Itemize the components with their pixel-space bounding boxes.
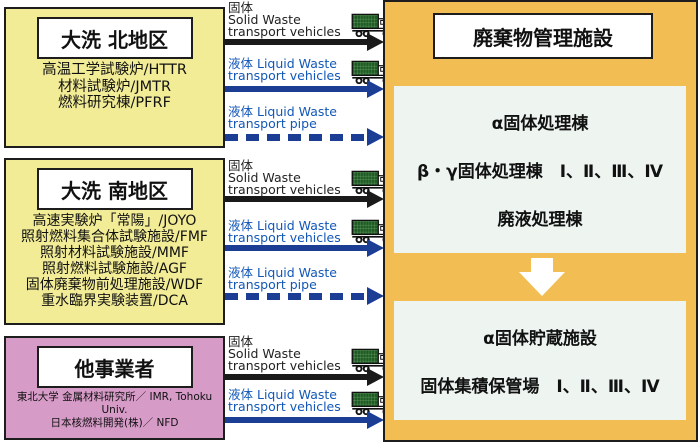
arrow-head [367,287,384,305]
storage-facility-box: α固体貯蔵施設 固体集積保管場 Ⅰ、Ⅱ、Ⅲ、Ⅳ [394,301,686,420]
solid-waste-arrow [225,190,384,208]
facility-list: 高温工学試験炉/HTTR 材料試験炉/JMTR 燃料研究棟/PFRF [6,62,223,112]
solid-waste-label-en2: transport vehicles [228,182,341,197]
liquid-label-line2: transport vehicles [228,399,341,414]
liquid-label-line1: 液体 Liquid Waste [228,387,337,402]
solid-waste-label-en1: Solid Waste [228,170,301,185]
arrow-shaft [225,417,367,423]
solid-waste-label-en2: transport vehicles [228,358,341,373]
liquid-waste-vehicle-label: 液体 Liquid Waste transport vehicles [228,218,341,245]
pipe-label-line1: 液体 Liquid Waste [228,265,337,280]
liquid-waste-pipe-label: 液体 Liquid Waste transport pipe [228,104,337,131]
liquid-waste-pipe-arrow [225,287,384,305]
facility-item: 照射燃料試験施設/AGF [42,261,187,277]
processing-line: β・γ固体処理棟 Ⅰ、Ⅱ、Ⅲ、Ⅳ [416,162,664,182]
facility-item: 高速実験炉「常陽」/JOYO [32,213,197,229]
solid-waste-label: 固体 Solid Waste transport vehicles [228,334,341,373]
liquid-label-line2: transport vehicles [228,230,341,245]
liquid-label-line1: 液体 Liquid Waste [228,56,337,71]
down-arrow-icon [519,258,565,296]
solid-waste-arrow [225,33,384,51]
liquid-waste-vehicle-label: 液体 Liquid Waste transport vehicles [228,387,341,414]
facility-item: 重水臨界実験装置/DCA [41,293,188,309]
facility-item: 高温工学試験炉/HTTR [42,62,187,78]
facility-item: 材料試験炉/JMTR [57,78,172,95]
processing-line: α固体処理棟 [491,114,589,134]
liquid-waste-vehicle-arrow [225,239,384,257]
processing-buildings-box: α固体処理棟 β・γ固体処理棟 Ⅰ、Ⅱ、Ⅲ、Ⅳ 廃液処理棟 [394,86,686,253]
facility-item: 照射材料試験施設/MMF [40,245,189,261]
source-box-title: 大洗 北地区 [36,17,193,59]
liquid-waste-vehicle-arrow [225,80,384,98]
arrow-head [367,368,384,386]
arrow-head [367,128,384,146]
facility-item: 日本核燃料開発(株)／ NFD [50,417,179,429]
processing-line: 廃液処理棟 [497,210,583,230]
solid-waste-label-en2: transport vehicles [228,24,341,39]
facility-item: 固体廃棄物前処理施設/WDF [25,277,204,293]
solid-waste-label-en1: Solid Waste [228,346,301,361]
pipe-label-line2: transport pipe [228,277,317,292]
liquid-label-line1: 液体 Liquid Waste [228,218,337,233]
storage-line: 固体集積保管場 Ⅰ、Ⅱ、Ⅲ、Ⅳ [420,377,660,397]
source-box-other-operators: 他事業者 東北大学 金属材料研究所／ IMR, Tohoku Univ. 日本核… [4,336,225,440]
source-box-title: 他事業者 [36,346,193,388]
arrow-head [367,80,384,98]
solid-waste-label-jp: 固体 [228,334,254,349]
liquid-waste-vehicle-label: 液体 Liquid Waste transport vehicles [228,56,341,83]
pipe-label-line2: transport pipe [228,116,317,131]
solid-waste-label-jp: 固体 [228,158,254,173]
solid-waste-arrow [225,368,384,386]
facility-list: 高速実験炉「常陽」/JOYO 照射燃料集合体試験施設/FMF 照射材料試験施設/… [6,213,223,309]
arrow-shaft [225,245,367,251]
arrow-shaft [225,292,367,300]
arrow-shaft [225,86,367,92]
solid-waste-label: 固体 Solid Waste transport vehicles [228,158,341,197]
liquid-waste-pipe-arrow [225,128,384,146]
source-box-oarai-north: 大洗 北地区 高温工学試験炉/HTTR 材料試験炉/JMTR 燃料研究棟/PFR… [4,7,225,148]
arrow-shaft [225,374,367,380]
source-box-oarai-south: 大洗 南地区 高速実験炉「常陽」/JOYO 照射燃料集合体試験施設/FMF 照射… [4,158,225,325]
facility-item: 燃料研究棟/PFRF [58,95,171,111]
storage-line: α固体貯蔵施設 [483,329,597,349]
arrow-head [367,190,384,208]
solid-waste-label: 固体 Solid Waste transport vehicles [228,0,341,39]
arrow-head [367,239,384,257]
panel-title: 廃棄物管理施設 [433,13,653,59]
liquid-waste-vehicle-arrow [225,411,384,429]
facility-list: 東北大学 金属材料研究所／ IMR, Tohoku Univ. 日本核燃料開発(… [6,391,223,430]
solid-waste-label-jp: 固体 [228,0,254,15]
facility-item: 東北大学 金属材料研究所／ IMR, Tohoku Univ. [16,391,213,416]
facility-item: 照射燃料集合体試験施設/FMF [21,229,208,245]
arrow-shaft [225,196,367,202]
waste-management-panel: 廃棄物管理施設 α固体処理棟 β・γ固体処理棟 Ⅰ、Ⅱ、Ⅲ、Ⅳ 廃液処理棟 α固… [383,0,698,442]
arrow-shaft [225,39,367,45]
arrow-shaft [225,133,367,141]
solid-waste-label-en1: Solid Waste [228,12,301,27]
source-box-title: 大洗 南地区 [36,168,193,210]
arrow-head [367,33,384,51]
arrow-head [367,411,384,429]
pipe-label-line1: 液体 Liquid Waste [228,104,337,119]
liquid-label-line2: transport vehicles [228,68,341,83]
liquid-waste-pipe-label: 液体 Liquid Waste transport pipe [228,265,337,292]
